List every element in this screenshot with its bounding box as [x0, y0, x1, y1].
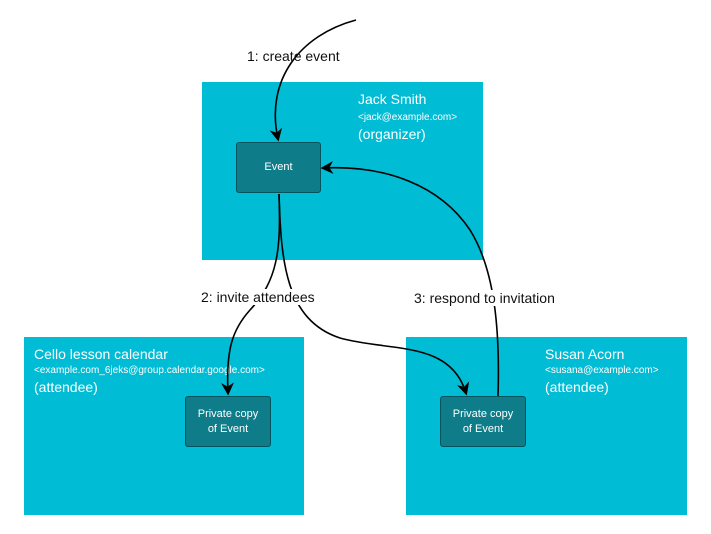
susan-email: <susana@example.com> [545, 365, 659, 376]
organizer-email: <jack@example.com> [358, 112, 458, 123]
susan-private-copy-label: Private copy of Event [452, 407, 514, 435]
cello-private-copy-node[interactable]: Private copy of Event [185, 396, 271, 447]
organizer-role: (organizer) [358, 126, 426, 142]
susan-role: (attendee) [545, 379, 609, 395]
cello-calendar-name: Cello lesson calendar [34, 346, 168, 362]
event-node-label: Event [264, 161, 293, 173]
organizer-name: Jack Smith [358, 91, 427, 107]
step-invite-label: 2: invite attendees [199, 289, 317, 305]
susan-name: Susan Acorn [545, 346, 625, 362]
cello-private-copy-label: Private copy of Event [197, 407, 259, 435]
event-node[interactable]: Event [236, 142, 321, 193]
step-respond-label: 3: respond to invitation [412, 290, 557, 306]
susan-private-copy-node[interactable]: Private copy of Event [440, 396, 526, 447]
cello-calendar-role: (attendee) [34, 379, 98, 395]
cello-calendar-email: <example.com_6jeks@group.calendar.google… [34, 365, 265, 376]
step-create-label: 1: create event [247, 48, 340, 64]
